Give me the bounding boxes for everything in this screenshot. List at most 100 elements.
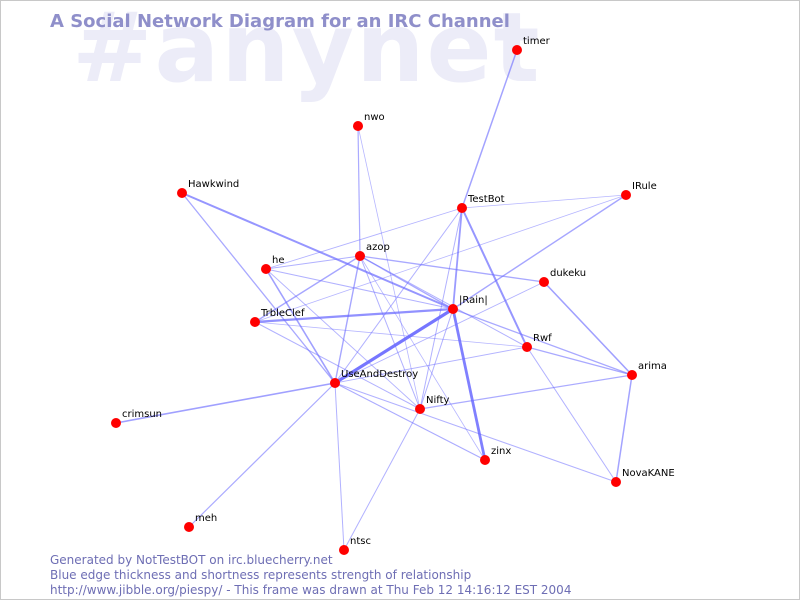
node-label: timer: [523, 36, 551, 47]
node-dot: [457, 203, 467, 213]
edge-rain-arima: [452, 308, 633, 376]
edge-useanddestroy-crimsun: [115, 382, 336, 424]
node-label: zinx: [491, 446, 511, 457]
edge-irule-trbleclef: [254, 194, 627, 323]
edge-layer: [115, 49, 633, 551]
node-dot: [522, 342, 532, 352]
edge-hawkwind-rain: [181, 192, 454, 310]
edge-nwo-azop: [357, 125, 361, 257]
node-zinx: zinx: [480, 446, 511, 465]
node-dot: [184, 522, 194, 532]
diagram-title: A Social Network Diagram for an IRC Chan…: [50, 11, 510, 32]
edge-he-azop: [265, 255, 361, 270]
node-dot: [621, 190, 631, 200]
edge-rain-trbleclef: [254, 307, 454, 324]
node-dukeku: dukeku: [539, 268, 586, 287]
node-dot: [512, 45, 522, 55]
footer-url-timestamp: http://www.jibble.org/piespy/ - This fra…: [50, 583, 572, 597]
edge-testbot-rain: [452, 207, 463, 310]
edge-he-rain: [265, 268, 454, 310]
edge-testbot-useanddestroy: [334, 207, 463, 384]
node-label: ntsc: [350, 536, 371, 547]
edge-he-useanddestroy: [265, 268, 336, 384]
edge-useanddestroy-meh: [188, 382, 336, 528]
node-dot: [339, 545, 349, 555]
node-label: crimsun: [122, 409, 162, 420]
node-dot: [480, 455, 490, 465]
node-rwf: Rwf: [522, 333, 552, 352]
node-dot: [355, 251, 365, 261]
edge-testbot-he: [265, 207, 463, 270]
node-rain: |Rain|: [448, 295, 488, 314]
edge-dukeku-arima: [543, 281, 633, 376]
node-irule: IRule: [621, 181, 657, 200]
node-label: UseAndDestroy: [341, 369, 418, 380]
node-dot: [611, 477, 621, 487]
footer-legend-note: Blue edge thickness and shortness repres…: [50, 568, 472, 582]
node-label: arima: [638, 361, 667, 372]
node-ntsc: ntsc: [339, 536, 371, 555]
edge-rwf-arima: [526, 346, 633, 376]
edge-arima-novakane: [615, 374, 633, 483]
edge-useanddestroy-zinx: [334, 382, 486, 461]
edge-azop-trbleclef: [254, 255, 361, 323]
edge-arima-nifty: [419, 374, 633, 410]
node-dot: [261, 264, 271, 274]
channel-watermark: #anynet: [72, 0, 542, 104]
node-nifty: Nifty: [415, 395, 450, 414]
footer: Generated by NotTestBOT on irc.bluecherr…: [50, 553, 571, 598]
node-he: he: [261, 255, 285, 274]
edge-azop-rwf: [359, 255, 528, 348]
edge-testbot-irule: [461, 194, 627, 209]
edge-azop-nifty: [359, 255, 421, 410]
footer-generated-by: Generated by NotTestBOT on irc.bluecherr…: [50, 553, 333, 567]
node-label: NovaKANE: [622, 468, 675, 479]
edge-timer-testbot: [461, 49, 518, 209]
node-dot: [330, 378, 340, 388]
edge-rwf-useanddestroy: [334, 346, 528, 384]
node-label: Rwf: [533, 333, 552, 344]
node-crimsun: crimsun: [111, 409, 162, 428]
edge-useanddestroy-novakane: [334, 382, 617, 483]
edge-rain-useanddestroy: [334, 307, 454, 385]
node-label: azop: [366, 242, 390, 253]
edge-rwf-novakane: [526, 346, 617, 483]
edge-useanddestroy-ntsc: [334, 382, 345, 551]
node-label: Nifty: [426, 395, 450, 406]
edge-trbleclef-nifty: [254, 321, 421, 410]
edge-dukeku-useanddestroy: [334, 281, 545, 384]
node-dot: [250, 317, 260, 327]
node-label: meh: [195, 513, 217, 524]
edge-azop-zinx: [359, 255, 486, 461]
node-label: dukeku: [550, 268, 586, 279]
edge-testbot-nifty: [419, 207, 463, 410]
node-label: |Rain|: [459, 295, 488, 306]
node-novakane: NovaKANE: [611, 468, 675, 487]
edge-irule-rain: [452, 194, 627, 310]
edge-azop-dukeku: [359, 255, 545, 283]
node-label: IRule: [632, 181, 657, 192]
node-useanddestroy: UseAndDestroy: [330, 369, 418, 388]
node-label: he: [272, 255, 285, 266]
edge-azop-useanddestroy: [334, 255, 361, 384]
edge-hawkwind-useanddestroy: [181, 192, 336, 384]
edge-trbleclef-rwf: [254, 321, 528, 348]
edge-nwo-nifty: [357, 125, 421, 410]
node-dot: [539, 277, 549, 287]
node-azop: azop: [355, 242, 390, 261]
node-trbleclef: TrbleClef: [250, 308, 305, 327]
edge-nifty-ntsc: [343, 408, 421, 551]
node-label: nwo: [364, 112, 385, 123]
node-nwo: nwo: [353, 112, 385, 131]
node-label: TrbleClef: [260, 308, 305, 319]
edge-rain-nifty: [419, 308, 454, 410]
node-label: Hawkwind: [188, 179, 239, 190]
node-meh: meh: [184, 513, 217, 532]
edge-testbot-rwf: [461, 207, 528, 348]
node-layer: timernwoHawkwindTestBotIRuleheazopdukeku…: [111, 36, 675, 555]
node-timer: timer: [512, 36, 551, 55]
node-dot: [415, 404, 425, 414]
node-dot: [353, 121, 363, 131]
